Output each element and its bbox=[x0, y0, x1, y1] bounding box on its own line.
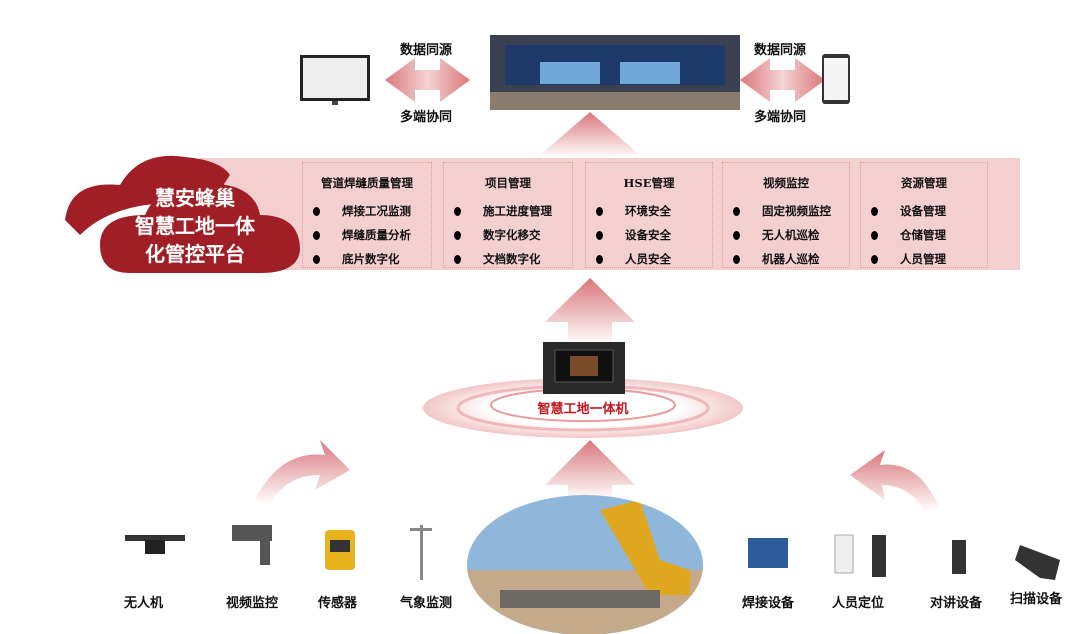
module-item: 人员安全 bbox=[586, 247, 712, 271]
device-label: 对讲设备 bbox=[930, 596, 983, 611]
module-weld-quality: 管道焊缝质量管理 焊接工况监测 焊缝质量分析 底片数字化 bbox=[302, 162, 432, 268]
label-data-source-right: 数据同源 bbox=[754, 43, 807, 58]
device-label: 无人机 bbox=[124, 596, 164, 611]
module-title: 资源管理 bbox=[901, 176, 947, 190]
curved-arrow-right bbox=[850, 450, 940, 512]
label-multi-terminal-left: 多端协同 bbox=[400, 110, 453, 125]
video-wall-image bbox=[490, 35, 740, 110]
platform-title: 慧安蜂巢 智慧工地一体 化管控平台 bbox=[115, 184, 275, 268]
module-video: 视频监控 固定视频监控 无人机巡检 机器人巡检 bbox=[722, 162, 850, 268]
device-label: 视频监控 bbox=[226, 596, 279, 611]
double-arrow-right bbox=[740, 58, 825, 102]
weather-station-icon bbox=[410, 525, 432, 580]
module-item: 无人机巡检 bbox=[723, 223, 849, 247]
module-item: 文档数字化 bbox=[444, 247, 572, 271]
module-item: 仓储管理 bbox=[861, 223, 987, 247]
platform-title-line3: 化管控平台 bbox=[145, 242, 245, 266]
scanner-icon bbox=[1015, 545, 1060, 580]
module-item: 施工进度管理 bbox=[444, 199, 572, 223]
cloud-shape bbox=[65, 155, 300, 273]
up-arrow-top bbox=[540, 112, 640, 158]
label-multi-terminal-right: 多端协同 bbox=[754, 110, 807, 125]
locator-icon bbox=[834, 534, 886, 577]
module-title: HSE管理 bbox=[623, 176, 675, 190]
module-item: 环境安全 bbox=[586, 199, 712, 223]
construction-site-photo bbox=[467, 495, 703, 634]
module-title: 项目管理 bbox=[485, 176, 531, 190]
module-item: 数字化移交 bbox=[444, 223, 572, 247]
sensor-icon bbox=[325, 530, 355, 570]
module-item: 焊缝质量分析 bbox=[303, 223, 431, 247]
module-item: 固定视频监控 bbox=[723, 199, 849, 223]
device-label: 焊接设备 bbox=[742, 596, 795, 611]
module-item: 底片数字化 bbox=[303, 247, 431, 271]
label-data-source-left: 数据同源 bbox=[400, 43, 453, 58]
module-item: 人员管理 bbox=[861, 247, 987, 271]
module-item: 设备管理 bbox=[861, 199, 987, 223]
welding-machine-icon bbox=[748, 538, 788, 568]
walkie-talkie-icon bbox=[952, 540, 966, 574]
double-arrow-left bbox=[385, 58, 470, 102]
module-project: 项目管理 施工进度管理 数字化移交 文档数字化 bbox=[443, 162, 573, 268]
curved-arrow-left bbox=[255, 440, 350, 505]
drone-icon bbox=[125, 535, 185, 554]
monitor-icon bbox=[300, 55, 370, 105]
server-image bbox=[543, 342, 625, 394]
module-item: 机器人巡检 bbox=[723, 247, 849, 271]
platform-title-line2: 智慧工地一体 bbox=[135, 214, 255, 238]
module-item: 设备安全 bbox=[586, 223, 712, 247]
module-item: 焊接工况监测 bbox=[303, 199, 431, 223]
module-title: 管道焊缝质量管理 bbox=[321, 176, 413, 190]
camera-icon bbox=[232, 525, 272, 565]
module-title: 视频监控 bbox=[763, 176, 809, 190]
machine-label: 智慧工地一体机 bbox=[537, 402, 629, 417]
module-resource: 资源管理 设备管理 仓储管理 人员管理 bbox=[860, 162, 988, 268]
device-label: 人员定位 bbox=[832, 596, 885, 611]
device-label: 扫描设备 bbox=[1010, 592, 1063, 607]
platform-title-line1: 慧安蜂巢 bbox=[155, 186, 235, 210]
up-arrow-middle bbox=[545, 278, 635, 345]
device-label: 传感器 bbox=[318, 596, 358, 611]
device-label: 气象监测 bbox=[400, 596, 453, 611]
phone-icon bbox=[822, 54, 850, 104]
module-hse: HSE管理 环境安全 设备安全 人员安全 bbox=[585, 162, 713, 268]
up-arrow-bottom bbox=[545, 440, 635, 500]
